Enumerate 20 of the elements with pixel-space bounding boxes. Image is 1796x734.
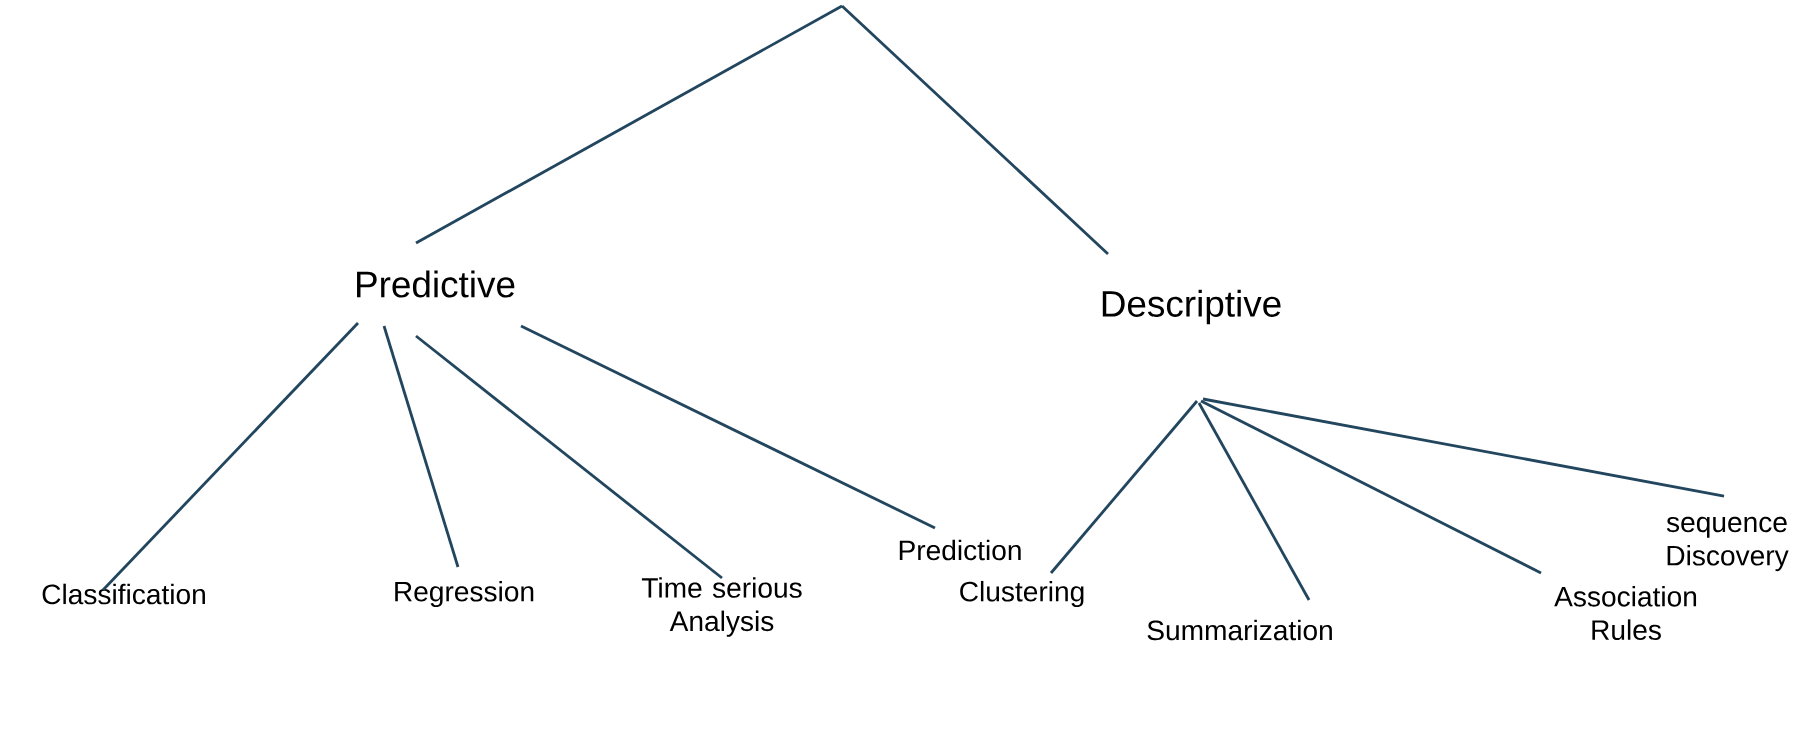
connector-line xyxy=(415,334,723,580)
node-label: Prediction xyxy=(899,539,1021,561)
node-label: Descriptive xyxy=(1102,289,1281,325)
connector-line xyxy=(1202,397,1725,498)
node-label: Association Rules xyxy=(1554,586,1697,640)
connector-line xyxy=(382,325,460,568)
connector-line xyxy=(102,322,359,591)
node-label: Time serious Analysis xyxy=(641,577,802,637)
node-label: Classification xyxy=(42,583,205,605)
node-label: sequence Discovery xyxy=(1666,516,1789,572)
node-label: Predictive xyxy=(357,270,515,298)
node-label: Clustering xyxy=(960,580,1084,608)
node-label: Regression xyxy=(395,580,534,608)
connector-line xyxy=(1197,402,1311,601)
connector-line xyxy=(520,324,936,530)
connector-line xyxy=(1200,399,1542,575)
connector-line xyxy=(415,4,843,245)
connector-line xyxy=(1049,400,1199,574)
node-label: Summarization xyxy=(1147,619,1332,641)
connector-line xyxy=(841,4,1109,256)
